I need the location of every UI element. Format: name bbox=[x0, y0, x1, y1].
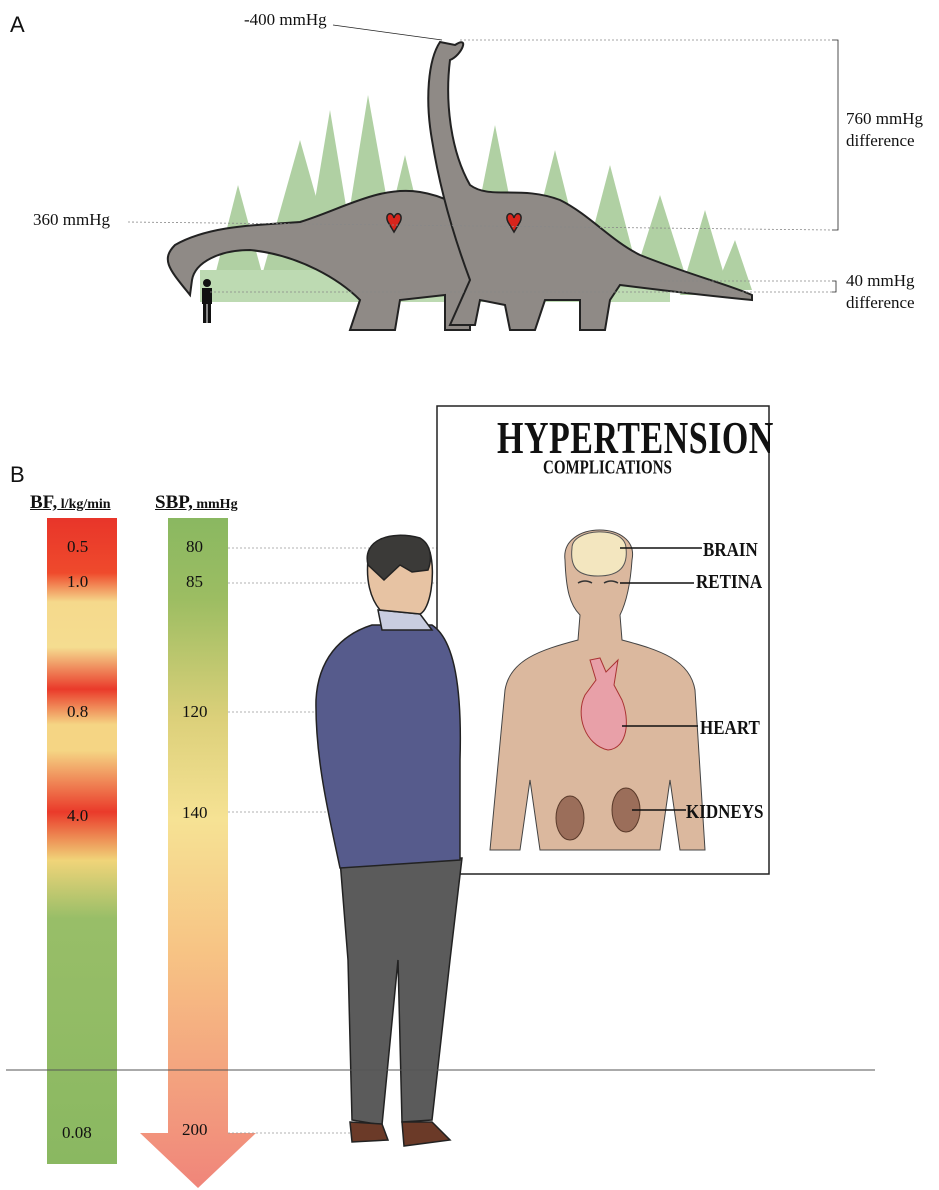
man-shoe-right bbox=[402, 1122, 450, 1146]
organ-label-retina: RETINA bbox=[696, 570, 762, 594]
organ-label-brain: BRAIN bbox=[703, 538, 758, 562]
dinosaur-right bbox=[428, 42, 752, 330]
bf-value: 0.08 bbox=[62, 1123, 92, 1143]
pressure-top-label: -400 mmHg bbox=[244, 10, 327, 30]
pressure-heart-label: 360 mmHg bbox=[33, 210, 110, 230]
difference-large-value: 760 mmHg bbox=[846, 108, 923, 130]
difference-large-caption: difference bbox=[846, 130, 923, 152]
man-trousers bbox=[340, 858, 462, 1125]
bf-value: 0.5 bbox=[67, 537, 88, 557]
bf-header-unit: l/kg/min bbox=[57, 497, 110, 512]
sbp-arrow bbox=[140, 518, 256, 1188]
bf-color-bar bbox=[47, 518, 117, 1164]
organ-label-kidneys: KIDNEYS bbox=[686, 800, 763, 824]
bf-header-main: BF, bbox=[30, 492, 57, 513]
bf-value: 1.0 bbox=[67, 572, 88, 592]
man-jacket bbox=[316, 625, 460, 868]
organ-label-heart: HEART bbox=[700, 716, 760, 740]
difference-small-caption: difference bbox=[846, 292, 915, 314]
bf-value: 0.8 bbox=[67, 702, 88, 722]
sbp-value: 120 bbox=[182, 702, 208, 722]
difference-small-label: 40 mmHg difference bbox=[846, 270, 915, 314]
bf-header: BF, l/kg/min bbox=[30, 492, 111, 514]
sbp-value: 80 bbox=[186, 537, 203, 557]
poster-subtitle: COMPLICATIONS bbox=[543, 458, 672, 480]
bf-value: 4.0 bbox=[67, 806, 88, 826]
man-shoe-left bbox=[350, 1122, 388, 1142]
sbp-header-main: SBP, bbox=[155, 492, 193, 513]
sbp-value: 85 bbox=[186, 572, 203, 592]
panel-a-label: A bbox=[10, 12, 25, 38]
brain-icon bbox=[572, 532, 627, 576]
difference-large-label: 760 mmHg difference bbox=[846, 108, 923, 152]
sbp-header-unit: mmHg bbox=[193, 497, 238, 512]
sbp-value: 140 bbox=[182, 803, 208, 823]
difference-small-value: 40 mmHg bbox=[846, 270, 915, 292]
panel-b-label: B bbox=[10, 462, 25, 488]
sbp-header: SBP, mmHg bbox=[155, 492, 238, 514]
sbp-value: 200 bbox=[182, 1120, 208, 1140]
